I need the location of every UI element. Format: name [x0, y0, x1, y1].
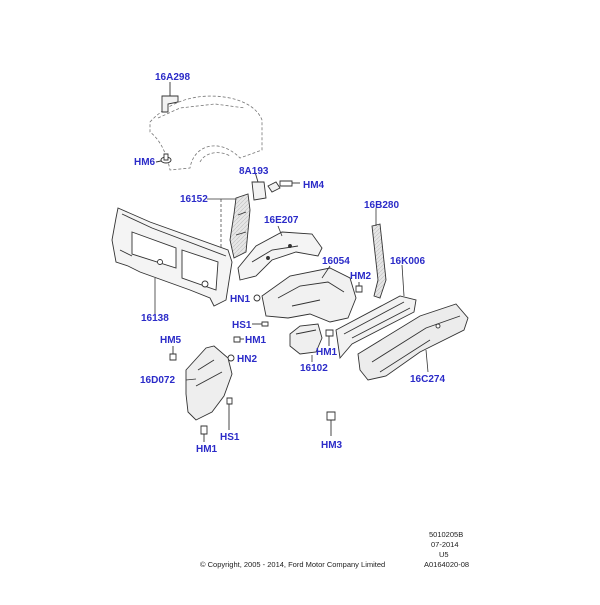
support-16152	[230, 194, 250, 258]
apron-16e207	[238, 232, 322, 280]
bracket-16b280	[372, 224, 386, 298]
fender-outline	[150, 96, 262, 170]
callout-16k006: 16K006	[390, 256, 426, 267]
callout-16054: 16054	[322, 256, 350, 267]
callout-hm4: HM4	[303, 180, 325, 191]
callout-8a193: 8A193	[239, 166, 269, 177]
callout-hn1: HN1	[230, 294, 251, 305]
callout-16b280: 16B280	[364, 200, 400, 211]
callout-hm2: HM2	[350, 271, 372, 282]
callout-hs1-upper: HS1	[232, 320, 252, 331]
callout-16102: 16102	[300, 363, 328, 374]
callout-hn2: HN2	[237, 354, 258, 365]
bolt-hm4	[280, 181, 300, 186]
liner-16054	[262, 268, 356, 322]
callout-16c274: 16C274	[410, 374, 446, 385]
callout-hm1-right: HM1	[316, 347, 338, 358]
callout-hm1-mid: HM1	[245, 335, 267, 346]
shield-16d072	[186, 346, 232, 420]
clip-hm3	[327, 412, 335, 436]
callout-hs1-lower: HS1	[220, 432, 240, 443]
bolt-hm1-lower	[201, 426, 207, 442]
callout-16e207: 16E207	[264, 215, 299, 226]
callout-hm5: HM5	[160, 335, 182, 346]
ref-code-4: A0164020-08	[424, 560, 470, 569]
callout-hm6: HM6	[134, 157, 156, 168]
bolt-hm1-right	[326, 330, 333, 346]
bolt-hm6	[156, 154, 171, 163]
rail-16c274	[358, 304, 468, 380]
radiator-support-16138	[112, 208, 232, 306]
ref-code-3: U5	[439, 550, 449, 559]
nut-hn1	[254, 295, 260, 301]
callout-16138: 16138	[141, 313, 169, 324]
copyright-text: © Copyright, 2005 - 2014, Ford Motor Com…	[200, 560, 386, 569]
callout-16d072: 16D072	[140, 375, 176, 386]
bolt-hm1-mid	[234, 337, 244, 342]
ref-code-2: 07-2014	[431, 540, 459, 549]
callout-hm1-lower: HM1	[196, 444, 218, 455]
rail-16k006	[336, 296, 416, 358]
callout-16a298: 16A298	[155, 72, 191, 83]
screw-hs1-upper	[252, 322, 268, 326]
bolt-hm5	[170, 346, 176, 360]
ref-code-1: 5010205B	[429, 530, 464, 539]
bolt-hm2	[356, 282, 362, 292]
shield-16102	[290, 324, 322, 354]
callout-hm3: HM3	[321, 440, 343, 451]
latch-bracket-8a193	[252, 172, 280, 200]
fender-bracket-16a298	[162, 82, 178, 112]
screw-hs1-lower	[227, 398, 232, 430]
callout-16152: 16152	[180, 194, 208, 205]
